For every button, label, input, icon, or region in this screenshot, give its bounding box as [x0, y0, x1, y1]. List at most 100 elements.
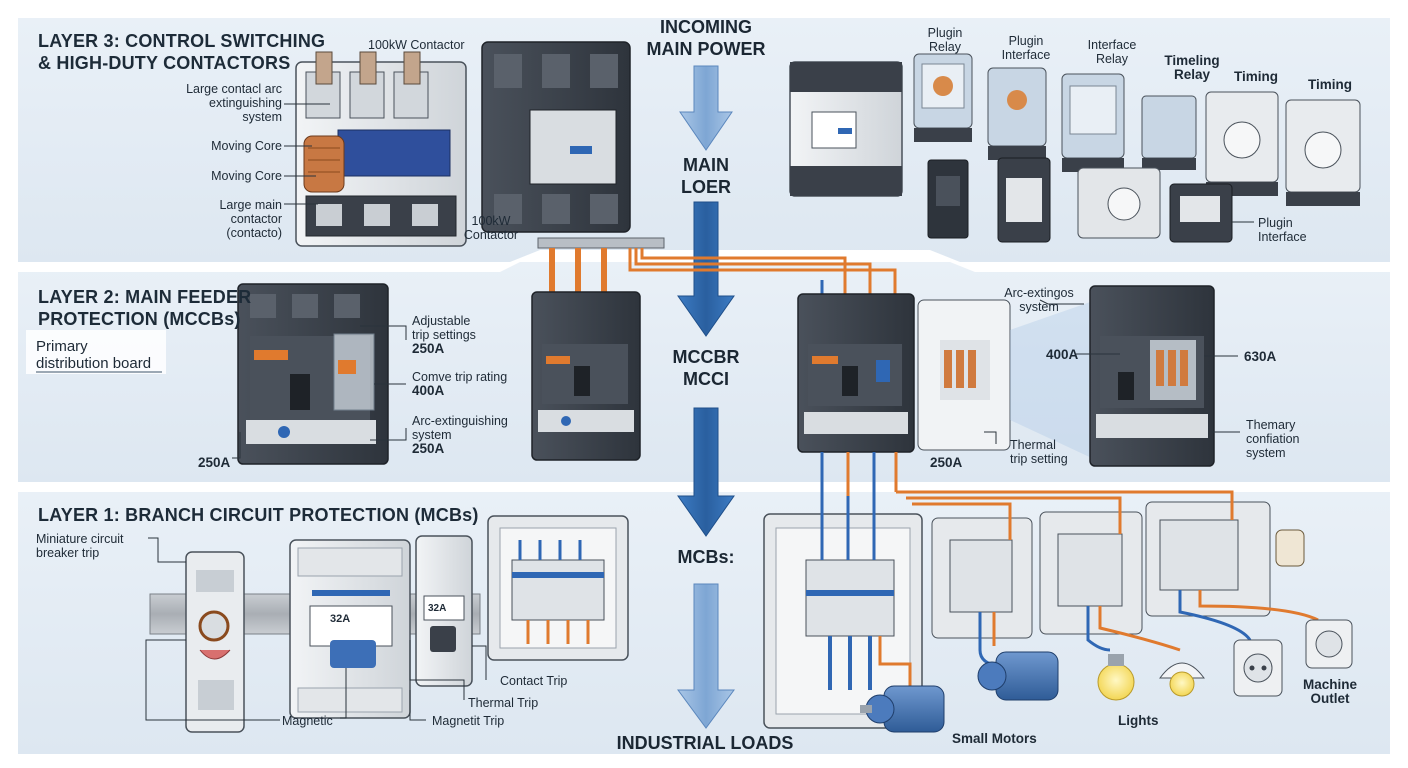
adjustable-line1: Adjustable: [412, 314, 471, 328]
mcb-rating-32a-2: 32A: [428, 603, 447, 614]
flow-main-line1: MAIN: [683, 155, 729, 175]
timing-label-1: Timing: [1233, 69, 1278, 84]
comve-trip-label: Comve trip rating 400A: [412, 370, 507, 398]
small-motor-1: [860, 685, 945, 733]
machine-line2: Outlet: [1310, 691, 1350, 706]
flow-mccb-line2: MCCI: [683, 369, 729, 389]
contactor-arc-line1: Large contacl arc: [186, 82, 282, 96]
magnetit-trip-label: Magnetit Trip: [432, 714, 505, 728]
timeling-relay-line1: Timeling: [1164, 53, 1220, 68]
arrow-loads: [677, 583, 735, 729]
layer2-subtitle-line1: Primary: [36, 338, 88, 355]
mccb-right: [797, 293, 915, 500]
large-main-contactor-label: Large main contactor (contacto): [150, 198, 282, 240]
small-motor-2: [977, 651, 1059, 701]
plugin-interface-label-2: Plugin Interface: [1258, 216, 1307, 244]
layer2-subtitle-line2: distribution board: [36, 355, 152, 372]
adjustable-line2: trip settings: [412, 328, 476, 342]
relay-group: [789, 53, 1361, 243]
adjustable-value: 250A: [412, 341, 445, 356]
contactor-bottom-label: 100kW Contactor: [454, 214, 528, 242]
timeling-relay-line2: Relay: [1173, 67, 1211, 82]
contactor-bottom-line1: 100kW: [471, 214, 511, 228]
plugin-interface-line2: Interface: [1001, 48, 1051, 62]
wall-socket-1: [1233, 639, 1283, 697]
flow-main-label: MAIN LOER: [660, 154, 752, 198]
small-motors-label: Small Motors: [952, 731, 1037, 746]
layer3-title-line2: & HIGH-DUTY CONTACTORS: [38, 53, 291, 73]
layer3-title: LAYER 3: CONTROL SWITCHING & HIGH-DUTY C…: [38, 30, 325, 74]
light-bulb-1: [1097, 654, 1135, 701]
interface-relay-line1: Interface: [1087, 38, 1137, 52]
plugin-interface2-line2: Interface: [1258, 230, 1307, 244]
arc-value: 250A: [412, 441, 445, 456]
plugin-relay-label: Plugin Relay: [910, 26, 980, 54]
loads: [860, 529, 1353, 733]
rating-400a: 400A: [1046, 347, 1079, 362]
plug-top: [1275, 529, 1305, 567]
thermal-setting-line1: Thermal: [1010, 438, 1056, 452]
plugin-relay-line1: Plugin: [927, 26, 963, 40]
dark-contactor: [481, 41, 631, 233]
light-bulb-2: [1159, 662, 1205, 697]
contactor-arc-line2: extinguishing: [209, 96, 282, 110]
thermal-trip-label: Thermal Trip: [468, 696, 539, 710]
comve-line1: Comve trip rating: [412, 370, 508, 384]
contactor-arc-label: Large contacl arc extinguishing system: [150, 82, 282, 124]
mccb-left-bottom-rating: 250A: [198, 455, 231, 470]
contactor-top-label: 100kW Contactor: [368, 38, 465, 52]
comve-value: 400A: [412, 383, 445, 398]
machine-outlet-label: Machine Outlet: [1298, 678, 1362, 706]
moving-core-label-2: Moving Core: [211, 169, 282, 183]
flow-loads-label: INDUSTRIAL LOADS: [616, 733, 794, 753]
themary-line3: system: [1246, 446, 1286, 460]
contact-trip-label: Contact Trip: [500, 674, 568, 688]
contactor-arc-line3: system: [242, 110, 282, 124]
flow-mccb-line1: MCCBR: [672, 347, 740, 367]
machine-line1: Machine: [1302, 677, 1357, 692]
flow-mcbs-label: MCBs:: [677, 547, 735, 567]
mccb-left: [237, 283, 389, 465]
layer2-title-line2: PROTECTION (MCCBs): [38, 309, 241, 329]
layer2-title-line1: LAYER 2: MAIN FEEDER: [38, 287, 252, 307]
arc-extingos-line2: system: [1019, 300, 1059, 314]
mcb-din-rail: [149, 535, 481, 733]
miniature-line2: breaker trip: [36, 546, 100, 560]
flow-main-line2: LOER: [680, 177, 731, 197]
miniature-line1: Miniature circuit: [36, 532, 124, 546]
arc-line1: Arc-extinguishing: [412, 414, 508, 428]
arc-extingos-line1: Arc-extingos: [1004, 286, 1074, 300]
mccb-cutaway: [917, 285, 1215, 467]
contactor-bottom-line2: Contactor: [463, 228, 519, 242]
large-main-line2: contactor: [230, 212, 282, 226]
arc-extingos-label: Arc-extingos system: [994, 286, 1084, 314]
arrow-incoming: [679, 65, 733, 151]
rating-250a-right: 250A: [930, 455, 963, 470]
arc-extinguishing-label: Arc-extinguishing system 250A: [412, 414, 508, 456]
arc-line2: system: [412, 428, 452, 442]
miniature-breaker-label: Miniature circuit breaker trip: [36, 532, 124, 560]
plugin-relay-line2: Relay: [929, 40, 961, 54]
themary-confiation-label: Themary confiation system: [1246, 418, 1300, 460]
busbar-wiring: [537, 237, 897, 296]
adjustable-trip-label: Adjustable trip settings 250A: [412, 314, 476, 356]
contactor-cutaway: [295, 51, 467, 247]
layer1-title: LAYER 1: BRANCH CIRCUIT PROTECTION (MCBs…: [38, 505, 479, 525]
interface-relay-line2: Relay: [1096, 52, 1128, 66]
busbar: [537, 237, 665, 249]
mcb-enclosure-small: [487, 515, 629, 661]
interface-relay-label: Interface Relay: [1070, 38, 1154, 66]
large-main-line1: Large main: [219, 198, 282, 212]
layer3-title-line1: LAYER 3: CONTROL SWITCHING: [38, 31, 326, 51]
arrow-mccb: [677, 407, 735, 537]
themary-line2: confiation: [1246, 432, 1300, 446]
rating-630a: 630A: [1244, 349, 1277, 364]
flow-incoming-line2: MAIN POWER: [646, 39, 766, 59]
distribution-panels: [763, 490, 1319, 729]
thermal-trip-setting-label: Thermal trip setting: [1010, 438, 1068, 466]
layer2-subtitle-strip: [26, 330, 166, 374]
lights-label: Lights: [1118, 713, 1159, 728]
plugin-interface-label: Plugin Interface: [986, 34, 1066, 62]
timeling-relay-label: Timeling Relay: [1152, 54, 1232, 82]
